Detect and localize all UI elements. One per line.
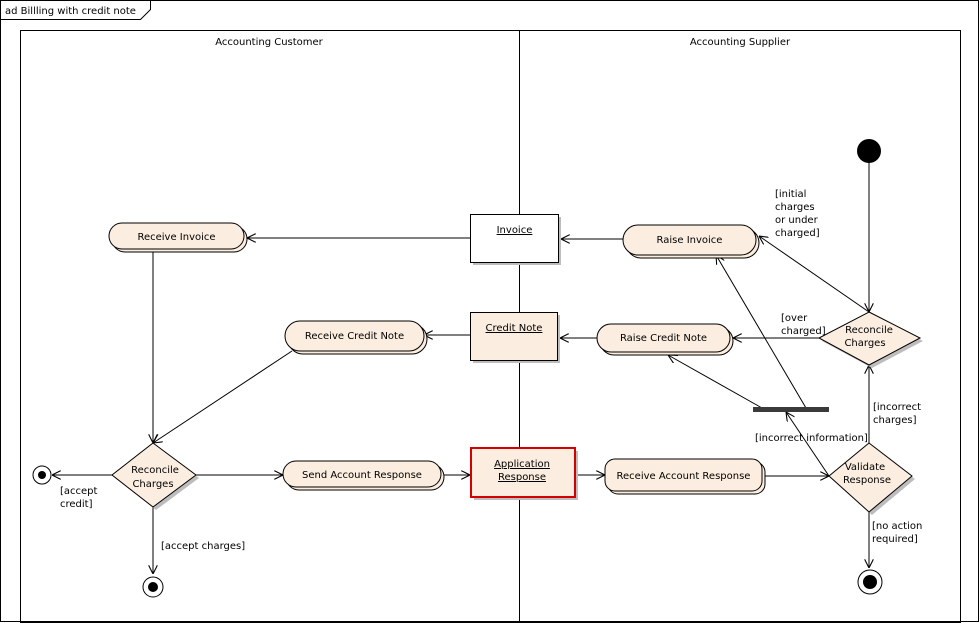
decision-validate-response-line1: Validate bbox=[845, 462, 885, 473]
initial-node bbox=[857, 139, 881, 163]
decision-supplier-reconcile-line2: Charges bbox=[844, 338, 885, 349]
flow-reconcile-to-raise-invoice bbox=[759, 236, 870, 313]
svg-text:credit]: credit] bbox=[60, 499, 93, 510]
action-raise-invoice-label: Raise Invoice bbox=[657, 235, 723, 246]
svg-text:charges]: charges] bbox=[873, 415, 917, 426]
action-receive-account-response[interactable]: Receive Account Response bbox=[604, 458, 766, 495]
final-node-accept-charges bbox=[142, 576, 164, 598]
action-raise-credit-note-label: Raise Credit Note bbox=[620, 333, 707, 344]
object-credit-note-label: Credit Note bbox=[486, 323, 543, 334]
svg-text:required]: required] bbox=[872, 534, 918, 545]
frame-title-tab bbox=[0, 0, 151, 20]
lane-label-customer: Accounting Customer bbox=[215, 37, 323, 48]
flow-receive-credit-note-to-reconcile bbox=[153, 350, 293, 443]
svg-text:or under: or under bbox=[775, 215, 819, 226]
object-credit-note[interactable]: Credit Note bbox=[470, 312, 561, 364]
svg-text:[incorrect: [incorrect bbox=[873, 402, 921, 413]
guard-incorrect-charges: [incorrect charges] bbox=[873, 402, 921, 426]
action-raise-credit-note[interactable]: Raise Credit Note bbox=[596, 323, 734, 356]
frame-title: ad Billling with credit note bbox=[5, 6, 136, 17]
decision-customer-reconcile-charges[interactable]: Reconcile Charges bbox=[111, 442, 199, 510]
object-application-response-label-2: Response bbox=[498, 472, 546, 483]
guard-accept-charges: [accept charges] bbox=[161, 541, 245, 552]
decision-customer-reconcile-line1: Reconcile bbox=[131, 465, 179, 476]
object-invoice-label: Invoice bbox=[497, 225, 533, 236]
svg-text:[initial: [initial bbox=[775, 189, 806, 200]
action-receive-credit-note-label: Receive Credit Note bbox=[305, 331, 404, 342]
guard-initial-charges: [initial charges or under charged] bbox=[775, 189, 820, 239]
guard-no-action-required: [no action required] bbox=[872, 521, 922, 545]
final-node-no-action bbox=[857, 569, 883, 595]
decision-customer-reconcile-line2: Charges bbox=[132, 479, 173, 490]
flow-validate-to-fork bbox=[786, 412, 830, 477]
action-receive-account-response-label: Receive Account Response bbox=[617, 471, 751, 482]
action-send-account-response-label: Send Account Response bbox=[302, 470, 422, 481]
svg-text:[accept: [accept bbox=[60, 486, 98, 497]
object-application-response-label-1: Application bbox=[494, 459, 550, 470]
fork-bar bbox=[753, 407, 829, 412]
decision-supplier-reconcile-charges[interactable]: Reconcile Charges bbox=[817, 311, 923, 368]
guard-incorrect-information: [incorrect information] bbox=[755, 433, 868, 444]
lane-label-supplier: Accounting Supplier bbox=[690, 37, 791, 48]
flow-fork-to-raise-invoice bbox=[716, 255, 807, 409]
svg-text:[no action: [no action bbox=[872, 521, 922, 532]
svg-text:charges: charges bbox=[775, 202, 815, 213]
svg-text:charged]: charged] bbox=[781, 326, 826, 337]
guard-accept-credit: [accept credit] bbox=[60, 486, 98, 510]
action-raise-invoice[interactable]: Raise Invoice bbox=[622, 224, 760, 259]
decision-validate-response[interactable]: Validate Response bbox=[828, 442, 915, 515]
action-send-account-response[interactable]: Send Account Response bbox=[282, 460, 445, 491]
guard-over-charged: [over charged] bbox=[781, 313, 826, 337]
object-invoice[interactable]: Invoice bbox=[470, 214, 562, 266]
decision-validate-response-line2: Response bbox=[843, 475, 891, 486]
svg-text:[over: [over bbox=[781, 313, 808, 324]
action-receive-credit-note[interactable]: Receive Credit Note bbox=[284, 320, 428, 355]
decision-supplier-reconcile-line1: Reconcile bbox=[845, 325, 893, 336]
final-node-accept-credit bbox=[32, 465, 52, 485]
flow-fork-to-raise-credit-note bbox=[668, 355, 763, 409]
svg-text:charged]: charged] bbox=[775, 228, 820, 239]
action-receive-invoice-label: Receive Invoice bbox=[137, 232, 215, 243]
control-flows bbox=[52, 163, 869, 574]
object-application-response[interactable]: Application Response bbox=[470, 447, 578, 500]
action-receive-invoice[interactable]: Receive Invoice bbox=[108, 222, 248, 253]
